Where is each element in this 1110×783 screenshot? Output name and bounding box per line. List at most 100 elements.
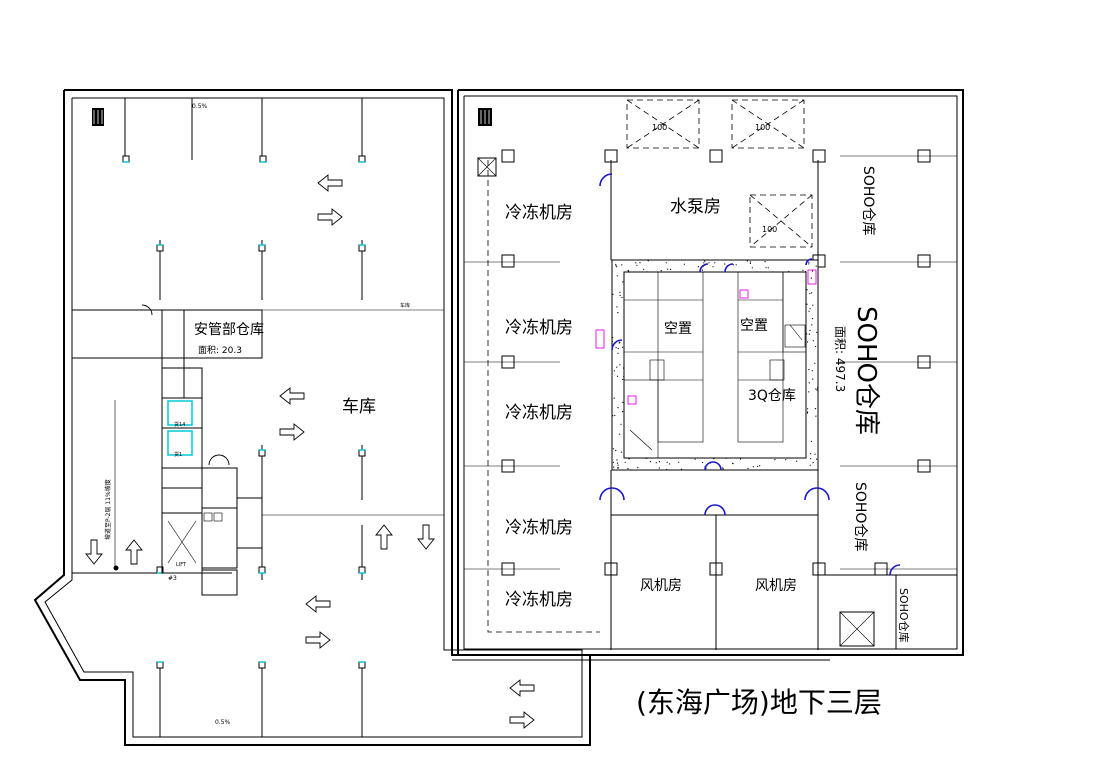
hatch-dot	[732, 264, 735, 266]
hatch-dot	[616, 459, 618, 461]
hatch-dot	[678, 461, 680, 463]
slope-note-top: 0.5%	[192, 103, 208, 110]
chiller-room-label-5: 冷冻机房	[505, 590, 573, 610]
hatch-dot	[808, 310, 810, 312]
page-title: (东海广场)地下三层	[636, 686, 882, 719]
fan-room-a-label: 风机房	[640, 578, 682, 594]
hatch-dot	[617, 467, 619, 469]
hatch-dot	[774, 459, 776, 461]
left-columns	[122, 155, 366, 669]
hatch-dot	[714, 262, 716, 264]
hatch-dot	[622, 281, 624, 283]
hatch-dot	[811, 370, 813, 372]
storage-area-label: 面积: 20.3	[198, 344, 242, 356]
hatch-dot	[765, 267, 767, 269]
hatch-dot	[809, 453, 812, 455]
hatch-dot	[811, 324, 813, 326]
hatch-dot	[808, 333, 810, 335]
hatch-dot	[752, 466, 754, 468]
hatch-dot	[617, 352, 619, 354]
hatch-dot	[735, 264, 737, 266]
soho-storage-top-label: SOHO仓库	[860, 166, 876, 235]
hatch-dot	[615, 263, 617, 266]
hatch-dot	[612, 461, 615, 463]
hatch-dot	[622, 401, 624, 403]
hatch-dot	[697, 266, 700, 268]
hatch-dot	[613, 466, 615, 468]
hatch-dot	[629, 469, 632, 471]
hatch-dot	[665, 262, 668, 264]
hatch-dot	[658, 467, 660, 469]
hatch-dot	[808, 261, 810, 263]
hatch-dot	[670, 268, 672, 270]
hatch-dot	[622, 346, 624, 348]
hatch-dot	[703, 262, 705, 264]
lift-b-label: 货1	[174, 451, 182, 458]
hatch-dot	[618, 342, 620, 344]
hatch-dot	[788, 271, 790, 273]
lift-a-label: 货14	[174, 421, 185, 428]
tank-label-a: 100	[652, 123, 667, 132]
hatch-dot	[616, 306, 618, 308]
hatch-dot	[811, 318, 814, 320]
vent-grill-icon-right	[478, 108, 492, 126]
hatch-dot	[815, 345, 817, 348]
right-columns	[464, 149, 957, 576]
hatch-dot	[812, 340, 814, 342]
hatch-dot	[712, 266, 714, 268]
hatch-dot	[649, 461, 652, 463]
hatch-dot	[806, 333, 808, 335]
chiller-room-label-4: 冷冻机房	[505, 518, 573, 538]
hatch-dot	[617, 347, 619, 350]
hatch-dot	[764, 261, 766, 263]
hatch-dot	[639, 262, 641, 264]
hatch-dot	[622, 367, 625, 369]
core-hatch	[611, 260, 819, 471]
hatch-dot	[647, 260, 649, 262]
hatch-dot	[617, 407, 619, 409]
hatch-dot	[747, 467, 749, 469]
hatch-dot	[713, 458, 715, 460]
hatch-dot	[812, 378, 814, 380]
storage-3q-label: 3Q仓库	[748, 388, 796, 404]
hatch-dot	[667, 268, 669, 270]
hatch-dot	[655, 462, 657, 464]
hatch-dot	[620, 423, 622, 425]
hatch-dot	[619, 433, 621, 435]
hatch-dot	[815, 265, 817, 267]
hatch-dot	[751, 267, 753, 269]
hatch-dot	[627, 270, 630, 272]
tank-label-c: 100	[762, 225, 777, 234]
hatch-dot	[624, 461, 626, 463]
hatch-dot	[725, 457, 727, 459]
hatch-dot	[666, 468, 668, 471]
pump-room-label: 水泵房	[670, 197, 721, 217]
hatch-dot	[809, 292, 811, 295]
hatch-dot	[757, 465, 759, 467]
hatch-dot	[666, 461, 668, 463]
hatch-dot	[810, 458, 812, 460]
hatch-dot	[621, 296, 623, 299]
hatch-dot	[643, 268, 645, 270]
chiller-room-label-2: 冷冻机房	[505, 318, 573, 338]
hatch-dot	[617, 312, 619, 314]
hatch-dot	[806, 289, 808, 291]
hatch-dot	[724, 263, 726, 265]
hatch-dot	[811, 292, 813, 294]
hatch-dot	[628, 458, 630, 460]
hatch-dot	[619, 291, 621, 293]
hatch-dot	[701, 269, 704, 271]
hatch-dot	[617, 467, 620, 469]
parking-stalls-top	[71, 98, 444, 737]
hatch-dot	[611, 341, 614, 343]
hatch-dot	[615, 450, 617, 452]
hatch-dot	[785, 459, 787, 461]
soho-storage-mid-label: SOHO仓库	[852, 482, 868, 551]
vacant-room-b-label: 空置	[740, 318, 768, 334]
hatch-dot	[806, 341, 809, 343]
fire-markers	[595, 269, 817, 405]
hatch-dot	[722, 467, 724, 469]
hatch-dot	[614, 414, 616, 416]
garage-right-label: 车库	[400, 302, 410, 309]
